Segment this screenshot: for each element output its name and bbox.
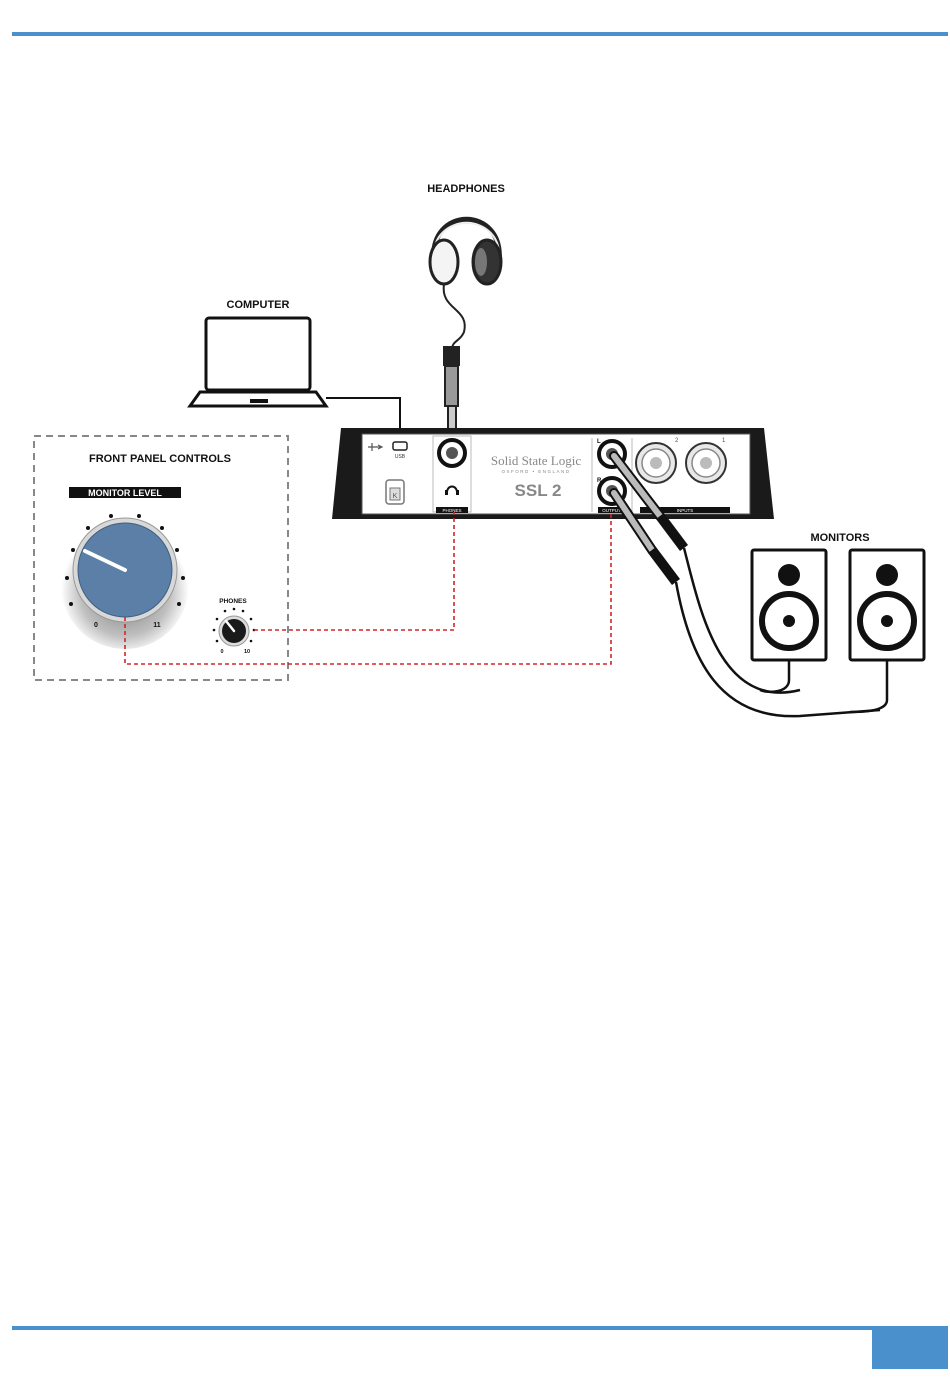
phones-level-knob	[219, 616, 249, 646]
footer-rule	[12, 1326, 948, 1330]
phones-port-label: PHONES	[442, 508, 461, 513]
laptop-icon	[190, 318, 326, 406]
model-name: SSL 2	[515, 481, 562, 500]
computer-label: COMPUTER	[227, 299, 290, 311]
usb-port	[393, 442, 407, 450]
headphones-icon	[430, 219, 501, 350]
headphone-jack-plug	[443, 346, 460, 440]
monitor-level-knob	[61, 518, 189, 649]
front-panel-label: FRONT PANEL CONTROLS	[89, 453, 231, 465]
monitors-label: MONITORS	[810, 532, 869, 544]
monitor-speaker-left	[752, 550, 826, 692]
phones-knob-label: PHONES	[219, 598, 247, 605]
monitor-speaker-right	[850, 550, 924, 712]
output-left-label: L	[597, 439, 601, 445]
kensington-lock-icon: K	[386, 480, 404, 504]
phones-control-link	[254, 512, 454, 630]
page-number-box	[872, 1328, 948, 1369]
phones-jack	[439, 440, 465, 466]
headphones-label: HEADPHONES	[427, 183, 505, 195]
svg-text:K: K	[393, 493, 398, 500]
combo-input-1	[686, 443, 726, 483]
monitor-level-label: MONITOR LEVEL	[88, 488, 162, 498]
phones-knob-min: 0	[220, 649, 223, 655]
usb-port-label: USB	[395, 454, 406, 460]
monitor-level-min: 0	[94, 622, 98, 629]
monitor-control-link	[125, 512, 611, 664]
monitor-level-max: 11	[153, 622, 161, 629]
brand-tagline: OXFORD • ENGLAND	[501, 469, 570, 474]
combo-input-2	[636, 443, 676, 483]
phones-knob-max: 10	[244, 649, 250, 655]
inputs-label: INPUTS	[677, 508, 694, 513]
brand-name: Solid State Logic	[491, 453, 582, 468]
